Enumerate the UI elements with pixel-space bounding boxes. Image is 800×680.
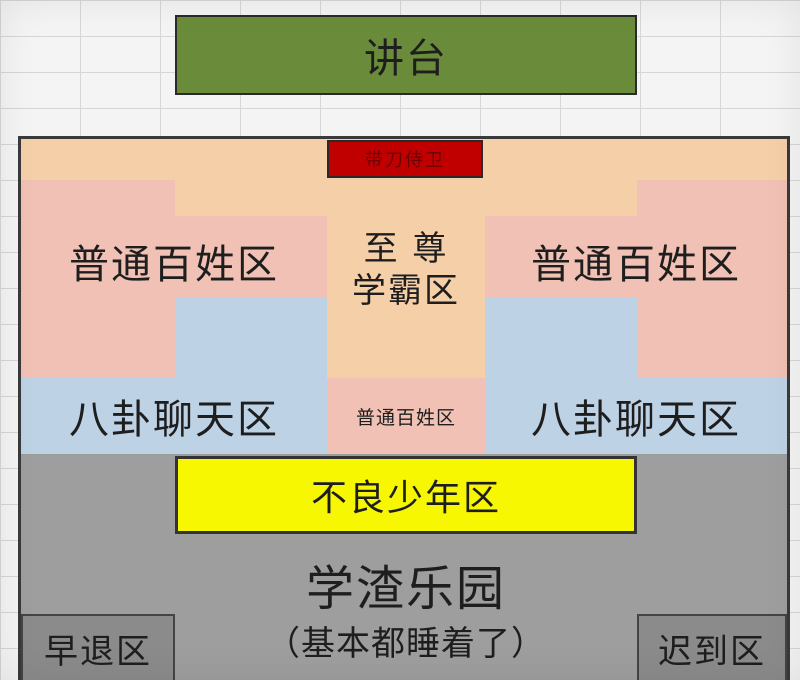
- commoners-left-label: 普通百姓区: [69, 242, 279, 288]
- commoners-right-zone: [637, 180, 787, 378]
- gossip-left-zone: [21, 378, 327, 454]
- commoners-right-zone-step: [485, 216, 637, 298]
- gossip-left-label: 八卦聊天区: [69, 397, 279, 443]
- commoners-left-zone-step: [175, 216, 327, 298]
- commoners-right-label: 普通百姓区: [531, 242, 741, 288]
- podium-label: 讲台: [364, 36, 448, 82]
- late-arrival-zone: 迟到区: [637, 614, 787, 680]
- slacker-park-label: 学渣乐园: [305, 561, 506, 617]
- slacker-park-note: （基本都睡着了）: [266, 623, 546, 664]
- bad-teen-zone: 不良少年区: [175, 456, 637, 534]
- gossip-left-zone-tab: [175, 298, 327, 378]
- gossip-right-zone-tab: [485, 298, 637, 378]
- leave-early-zone: 早退区: [21, 614, 175, 680]
- supreme-scholar-label: 至 尊 学霸区: [352, 229, 460, 311]
- sword-guard-zone: 带刀侍卫: [327, 140, 483, 178]
- podium: 讲台: [175, 15, 637, 95]
- commoners-left-zone: [21, 180, 175, 378]
- commoners-center-zone: 普通百姓区: [327, 378, 485, 454]
- gossip-right-label: 八卦聊天区: [531, 397, 741, 443]
- gossip-right-zone: [485, 378, 787, 454]
- sword-guard-label: 带刀侍卫: [365, 150, 445, 171]
